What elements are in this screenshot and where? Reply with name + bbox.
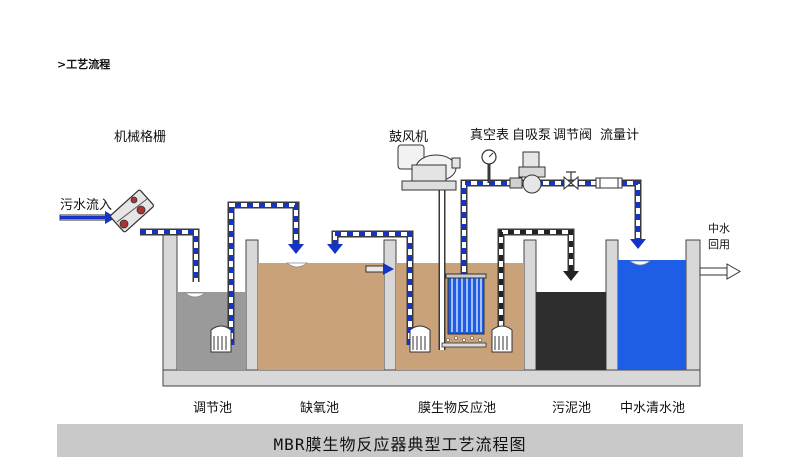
mechanical-screen-icon <box>110 189 154 233</box>
aerator-icon <box>441 336 487 348</box>
pipe-mbr-return-to-anoxic <box>327 230 414 345</box>
clean-water-liquid <box>618 260 686 370</box>
anoxic-to-mbr-arrow <box>365 263 394 275</box>
flowmeter-icon <box>595 177 623 189</box>
anoxic-liquid <box>258 263 384 370</box>
sludge-liquid <box>536 292 606 370</box>
pipe-equalization-to-anoxic <box>227 201 304 345</box>
surface-ripple-icons <box>183 260 652 298</box>
reuse-label-line2: 回用 <box>708 238 730 251</box>
submersible-pump-icon <box>491 325 513 353</box>
flowmeter-label: 流量计 <box>600 128 640 143</box>
vacuum-gauge-icon <box>481 149 497 165</box>
pipe-screen-to-equalization <box>140 228 200 282</box>
mbr-tank-label: 膜生物反应池 <box>418 401 497 416</box>
sludge-tank-label: 污泥池 <box>552 401 592 416</box>
vacuum-gauge-label: 真空表 <box>470 128 510 143</box>
section-title: >工艺流程 <box>57 58 111 71</box>
screen-label: 机械格栅 <box>114 130 167 145</box>
self-priming-pump-icon <box>509 151 546 194</box>
pump-label: 自吸泵 <box>512 128 552 143</box>
caption-bar: MBR膜生物反应器典型工艺流程图 <box>57 424 743 457</box>
pipe-mbr-to-sludge <box>497 228 579 345</box>
submersible-pump-icon <box>409 325 431 353</box>
equalization-tank-label: 调节池 <box>193 401 233 416</box>
inflow-label: 污水流入 <box>60 198 113 213</box>
blower-icon <box>397 144 461 191</box>
regulating-valve-icon <box>563 171 579 191</box>
clean-water-tank-label: 中水清水池 <box>620 401 686 416</box>
reuse-outflow-arrow <box>699 263 742 280</box>
diagram-caption: MBR膜生物反应器典型工艺流程图 <box>273 435 527 454</box>
membrane-module-icon <box>445 273 487 335</box>
reuse-label-line1: 中水 <box>708 222 730 235</box>
submersible-pump-icon <box>210 325 232 353</box>
pipe-membrane-to-clean-water <box>460 179 646 278</box>
blower-label: 鼓风机 <box>389 130 429 145</box>
valve-label: 调节阀 <box>553 128 593 143</box>
anoxic-tank-label: 缺氧池 <box>300 401 340 416</box>
